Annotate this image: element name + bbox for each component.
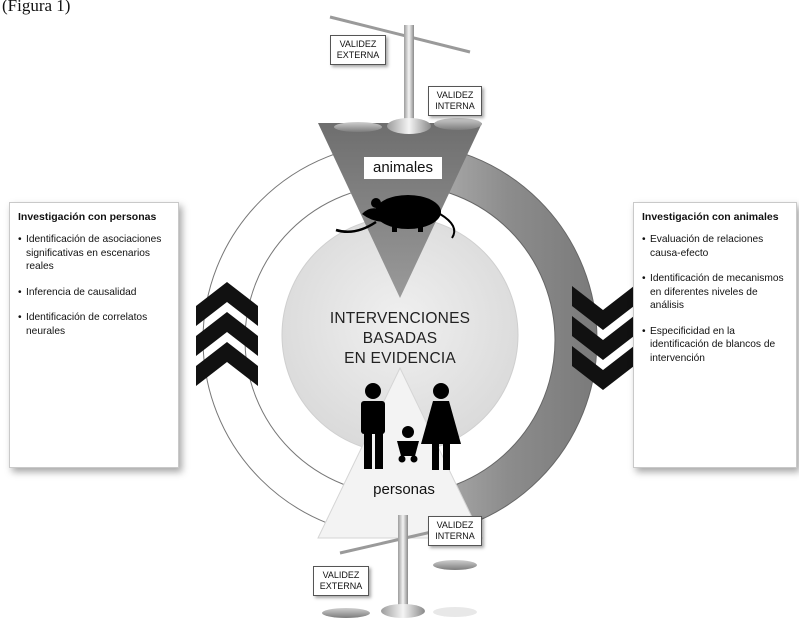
top-ext-line1: VALIDEZ — [339, 39, 377, 49]
bottom-validez-externa-label: VALIDEZ EXTERNA — [313, 566, 369, 596]
list-item: Identificación de mecanismos en diferent… — [642, 272, 788, 313]
center-title-line1: INTERVENCIONES BASADAS — [329, 310, 471, 347]
bottom-ext-line1: VALIDEZ — [322, 570, 360, 580]
figure-caption: (Figura 1) — [2, 0, 71, 15]
list-item: Especificidad en la identificación de bl… — [642, 325, 788, 366]
box-animales-title: Investigación con animales — [642, 211, 779, 223]
box-personas-list: Identificación de asociaciones significa… — [18, 233, 170, 338]
bottom-ext-line2: EXTERNA — [319, 581, 363, 591]
top-int-line1: VALIDEZ — [436, 90, 474, 100]
center-title-line2: EN EVIDENCIA — [344, 350, 456, 367]
top-scale — [329, 15, 482, 134]
bottom-validez-interna-label: VALIDEZ INTERNA — [428, 516, 482, 546]
bottom-int-line2: INTERNA — [435, 531, 475, 541]
label-animales: animales — [364, 157, 442, 179]
man-icon — [361, 383, 385, 469]
box-investigacion-animales: Investigación con animales Evaluación de… — [633, 202, 797, 468]
bottom-int-line1: VALIDEZ — [436, 520, 474, 530]
top-validez-externa-label: VALIDEZ EXTERNA — [330, 35, 386, 65]
center-title: INTERVENCIONES BASADAS EN EVIDENCIA — [300, 309, 500, 369]
rat-icon — [335, 195, 456, 239]
baby-icon — [397, 426, 419, 463]
list-item: Identificación de correlatos neurales — [18, 311, 170, 338]
top-ext-line2: EXTERNA — [336, 50, 380, 60]
top-int-line2: INTERNA — [435, 101, 475, 111]
bottom-scale — [322, 515, 477, 618]
list-item: Evaluación de relaciones causa-efecto — [642, 233, 788, 260]
chevrons-up — [196, 282, 258, 386]
label-personas: personas — [373, 481, 435, 498]
box-animales-list: Evaluación de relaciones causa-efecto Id… — [642, 233, 788, 365]
chevrons-down — [572, 286, 634, 390]
list-item: Identificación de asociaciones significa… — [18, 233, 170, 274]
top-validez-interna-label: VALIDEZ INTERNA — [428, 86, 482, 116]
box-personas-title: Investigación con personas — [18, 211, 157, 223]
box-investigacion-personas: Investigación con personas Identificació… — [9, 202, 179, 468]
woman-icon — [421, 383, 461, 470]
list-item: Inferencia de causalidad — [18, 286, 170, 300]
